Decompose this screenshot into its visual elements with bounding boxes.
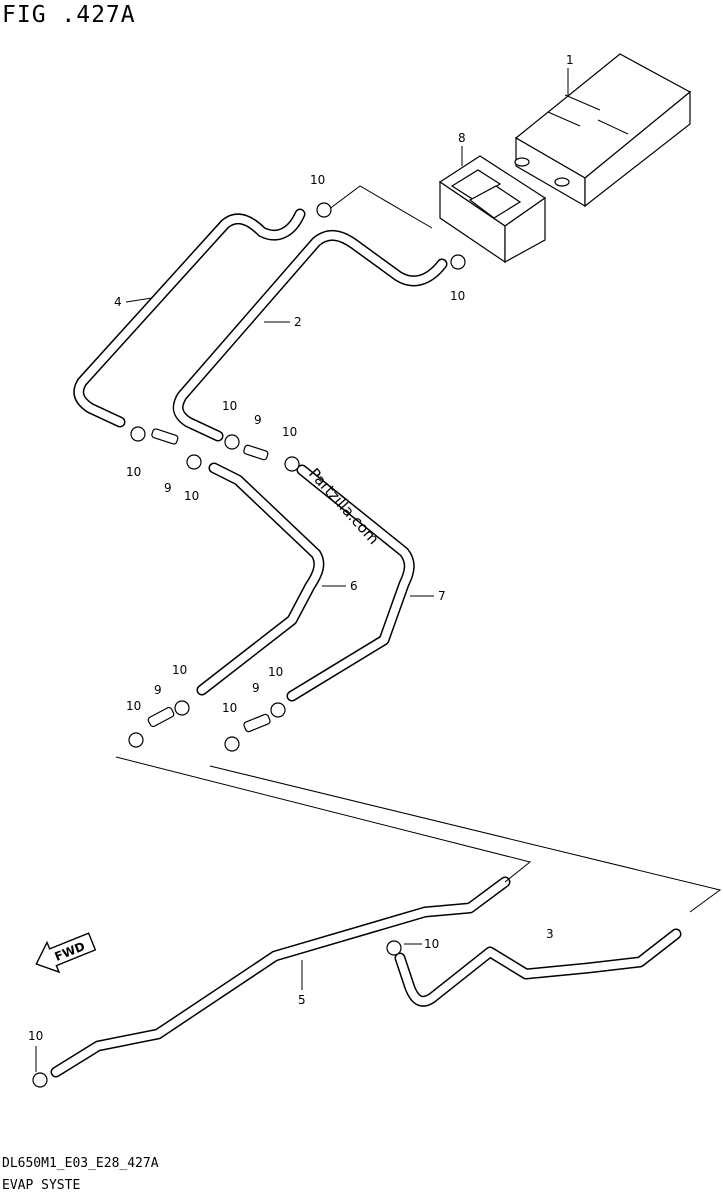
label-joint: 9 — [252, 681, 260, 695]
label-hose-7: 7 — [438, 589, 446, 603]
leader-hose-3 — [209, 765, 722, 913]
watermark: Partzilla.com — [305, 465, 383, 548]
label-joint: 9 — [154, 683, 162, 697]
label-clamp: 10 — [310, 173, 325, 187]
diagram-caption: EVAP SYSTE — [2, 1178, 81, 1193]
joint-part[interactable] — [147, 428, 271, 733]
hose-7[interactable] — [286, 464, 415, 702]
label-clamp: 10 — [424, 937, 439, 951]
hose-5[interactable] — [50, 876, 511, 1078]
label-joint: 9 — [254, 413, 262, 427]
bracket-part[interactable] — [438, 155, 547, 264]
figure-title: FIG .427A — [2, 2, 136, 28]
label-joint: 9 — [164, 481, 172, 495]
leader-hose-5 — [115, 756, 532, 883]
canister-part[interactable] — [514, 53, 692, 208]
leader-bracket — [327, 185, 433, 229]
label-hose-6: 6 — [350, 579, 358, 593]
label-clamp: 10 — [282, 425, 297, 439]
label-clamp: 10 — [222, 701, 237, 715]
hose-4[interactable] — [73, 208, 306, 428]
label-clamp: 10 — [268, 665, 283, 679]
label-clamp: 10 — [28, 1029, 43, 1043]
label-hose-3: 3 — [546, 927, 554, 941]
label-clamp: 10 — [172, 663, 187, 677]
label-bracket: 8 — [458, 131, 466, 145]
label-hose-2: 2 — [294, 315, 302, 329]
label-clamp: 10 — [184, 489, 199, 503]
hose-3[interactable] — [394, 928, 682, 1007]
label-leaders — [35, 68, 569, 1072]
fwd-arrow-icon: FWD — [35, 932, 97, 974]
clamp-part[interactable] — [32, 202, 466, 1088]
label-clamp: 10 — [126, 465, 141, 479]
label-hose-5: 5 — [298, 993, 306, 1007]
label-hose-4: 4 — [114, 295, 122, 309]
label-clamp: 10 — [126, 699, 141, 713]
label-canister: 1 — [566, 53, 574, 67]
hose-6[interactable] — [196, 462, 325, 696]
label-clamp: 10 — [450, 289, 465, 303]
label-clamp: 10 — [222, 399, 237, 413]
diagram-code: DL650M1_E03_E28_427A — [2, 1156, 159, 1171]
hose-2[interactable] — [172, 230, 448, 442]
